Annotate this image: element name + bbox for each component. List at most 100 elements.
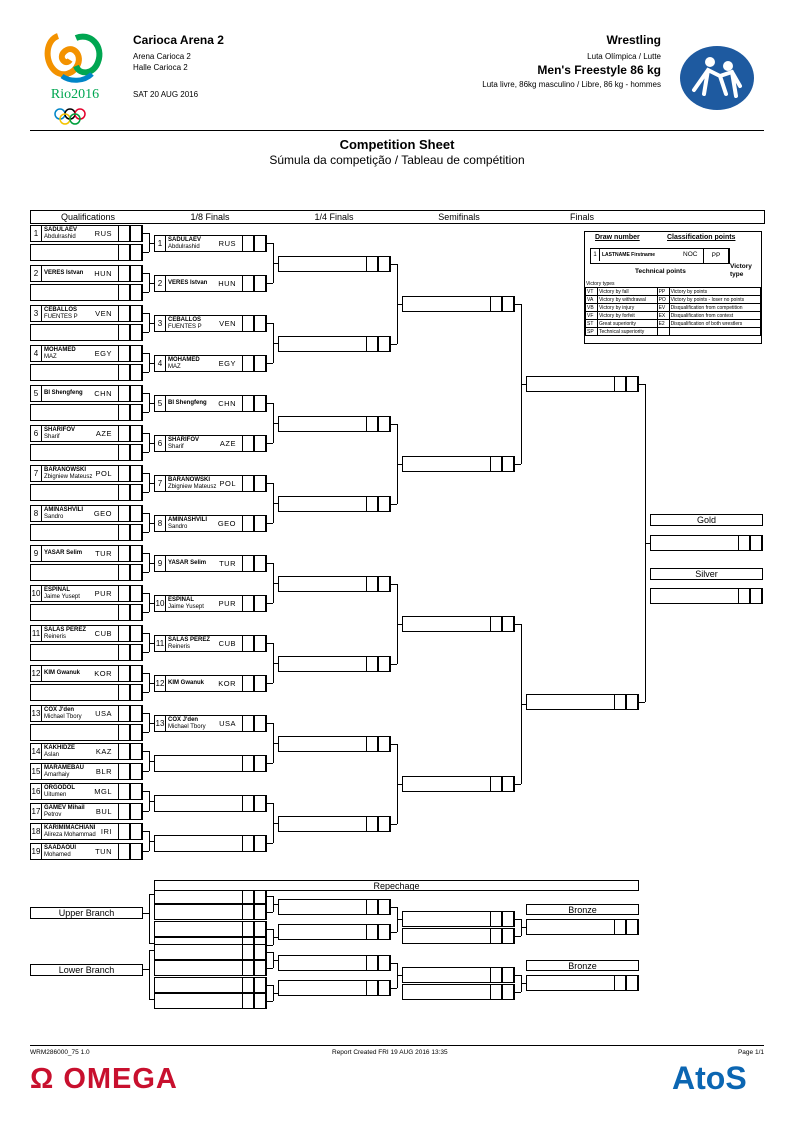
score-box bbox=[738, 588, 750, 604]
bracket-line bbox=[143, 913, 149, 914]
bracket-line bbox=[149, 473, 150, 492]
legend-cell: Technical superiority bbox=[597, 327, 658, 336]
bracket-line bbox=[273, 960, 278, 961]
noc-code: CUB bbox=[94, 629, 112, 638]
bracket-line bbox=[267, 968, 273, 969]
noc-code: GEO bbox=[93, 509, 112, 518]
points-box bbox=[378, 576, 390, 592]
bracket-line bbox=[391, 988, 397, 989]
points-box bbox=[254, 944, 266, 960]
qualification-empty-slot bbox=[30, 444, 143, 461]
bracket-line bbox=[267, 843, 273, 844]
bracket-line bbox=[267, 929, 273, 930]
bracket-line bbox=[515, 936, 521, 937]
bracket-line bbox=[143, 751, 149, 752]
bracket-line bbox=[149, 393, 150, 412]
athlete-lastname: BI Shengfeng bbox=[168, 400, 207, 406]
repechage-slot bbox=[402, 928, 515, 944]
round16-empty-slot bbox=[154, 755, 267, 772]
seed-number: 9 bbox=[155, 556, 166, 571]
quarterfinal-slot bbox=[278, 416, 391, 432]
points-box bbox=[502, 296, 514, 312]
legend-cell: Victory by injury bbox=[597, 303, 658, 312]
noc-code: POL bbox=[219, 479, 236, 488]
athlete-lastname: KIM Gwanuk bbox=[168, 680, 205, 686]
points-box bbox=[254, 795, 266, 812]
points-box bbox=[254, 595, 266, 612]
qualification-empty-slot bbox=[30, 724, 143, 741]
bracket-line bbox=[143, 233, 149, 234]
seed-number: 17 bbox=[31, 804, 42, 819]
bronze-label-upper: Bronze bbox=[526, 904, 639, 915]
athlete-lastname: BARANOWSKI bbox=[44, 466, 86, 473]
athlete-name: BI Shengfeng bbox=[44, 386, 102, 401]
semifinal-slot bbox=[402, 296, 515, 312]
bracket-line bbox=[143, 633, 149, 634]
score-box bbox=[118, 465, 130, 482]
athlete-firstname: Abdulrashid bbox=[44, 233, 76, 240]
bracket-line bbox=[397, 975, 402, 976]
points-box bbox=[254, 355, 266, 372]
bronze-winner-slot-lower bbox=[526, 975, 639, 991]
noc-code: BLR bbox=[95, 767, 112, 776]
score-box bbox=[242, 755, 254, 772]
points-box bbox=[130, 684, 142, 701]
points-box bbox=[502, 616, 514, 632]
athlete-lastname: YASAR Selim bbox=[44, 550, 83, 556]
bracket-line bbox=[149, 563, 154, 564]
noc-code: MGL bbox=[94, 787, 112, 796]
bracket-line bbox=[391, 504, 397, 505]
bracket-line bbox=[143, 393, 149, 394]
score-box bbox=[242, 993, 254, 1009]
bracket-line bbox=[149, 323, 154, 324]
seed-number: 2 bbox=[155, 276, 166, 291]
points-box bbox=[378, 336, 390, 352]
score-box bbox=[118, 604, 130, 621]
quarterfinal-slot bbox=[278, 496, 391, 512]
score-box bbox=[614, 376, 626, 392]
venue-pt: Arena Carioca 2 bbox=[133, 52, 191, 61]
bracket-line bbox=[267, 763, 273, 764]
bracket-line bbox=[143, 372, 149, 373]
bracket-line bbox=[149, 283, 154, 284]
athlete-lastname: SADULAEV bbox=[168, 236, 202, 243]
bracket-line bbox=[143, 831, 149, 832]
score-box bbox=[118, 284, 130, 301]
athlete-firstname: Mohamed bbox=[44, 851, 71, 858]
bracket-line bbox=[143, 252, 149, 253]
col-finals: Finals bbox=[569, 212, 595, 222]
legend-sample-noc: NOC bbox=[683, 251, 698, 258]
seed-number: 5 bbox=[155, 396, 166, 411]
athlete-lastname: BARANOWSKI bbox=[168, 476, 210, 483]
legend-cell: PO bbox=[656, 295, 670, 304]
quarterfinal-slot bbox=[278, 256, 391, 272]
bracket-line bbox=[521, 384, 526, 385]
bracket-line bbox=[149, 950, 154, 951]
score-box bbox=[614, 694, 626, 710]
seed-number: 7 bbox=[155, 476, 166, 491]
noc-code: PUR bbox=[218, 599, 236, 608]
bracket-line bbox=[397, 784, 402, 785]
athlete-firstname: Zbigniew Mateusz bbox=[44, 473, 93, 480]
bracket-line bbox=[143, 492, 149, 493]
bracket-line bbox=[391, 744, 397, 745]
athlete-name: YASAR Selim bbox=[168, 556, 226, 571]
bracket-line bbox=[391, 824, 397, 825]
score-box bbox=[118, 585, 130, 602]
athlete-lastname: SAADAOUI bbox=[44, 844, 77, 851]
points-box bbox=[254, 715, 266, 732]
points-box bbox=[254, 835, 266, 852]
athlete-firstname: MAZ bbox=[44, 353, 57, 360]
